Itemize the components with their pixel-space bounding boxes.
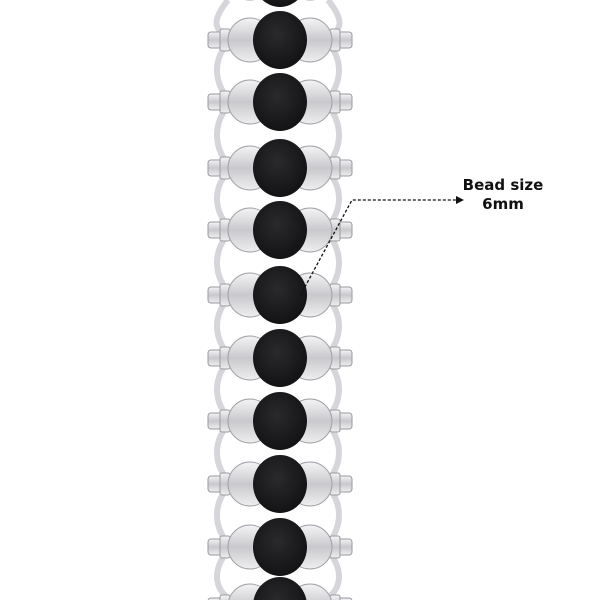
- annotation-value: 6mm: [482, 195, 524, 213]
- annotation-pointer: [299, 196, 464, 297]
- bead-size-annotation: Bead size 6mm: [448, 176, 558, 214]
- annotation-title: Bead size: [462, 176, 544, 194]
